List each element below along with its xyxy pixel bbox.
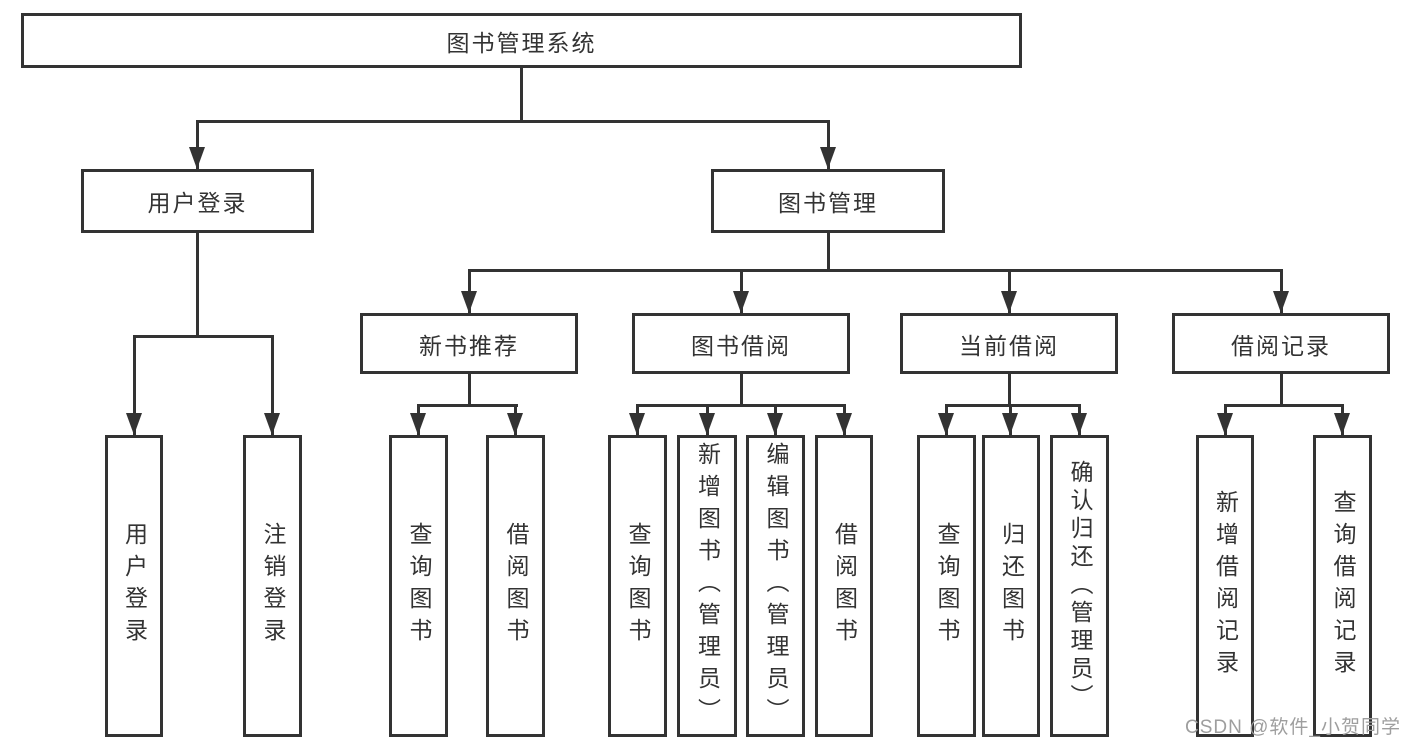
arrow-down-icon — [264, 413, 280, 435]
node-label: 借阅图书 — [831, 522, 858, 650]
arrow-down-icon — [629, 413, 645, 435]
arrow-down-icon — [189, 147, 205, 169]
leaf-query-book: 查询图书 — [389, 435, 448, 737]
connector-line — [827, 233, 830, 272]
connector-line — [1224, 404, 1344, 407]
connector-line — [271, 335, 274, 435]
leaf-borrow-book: 借阅图书 — [815, 435, 873, 737]
arrow-down-icon — [938, 413, 954, 435]
node-label: 当前借阅 — [959, 332, 1059, 359]
node-label: 查询借阅记录 — [1330, 490, 1356, 682]
leaf-query-book: 查询图书 — [608, 435, 667, 737]
leaf-edit-book-admin: 编辑图书（管理员） — [746, 435, 805, 737]
arrow-down-icon — [1217, 413, 1233, 435]
arrow-down-icon — [1001, 291, 1017, 313]
connector-line — [1008, 374, 1011, 407]
arrow-down-icon — [1273, 291, 1289, 313]
arrow-down-icon — [836, 413, 852, 435]
connector-line — [827, 120, 830, 169]
node-label: 新增图书（管理员） — [694, 442, 721, 730]
arrow-down-icon — [820, 147, 836, 169]
arrow-down-icon — [1334, 413, 1350, 435]
leaf-borrow-book: 借阅图书 — [486, 435, 545, 737]
connector-line — [196, 120, 199, 169]
leaf-user-login: 用户登录 — [105, 435, 163, 737]
leaf-query-book: 查询图书 — [917, 435, 976, 737]
node-label: 借阅记录 — [1231, 332, 1331, 359]
arrow-down-icon — [461, 291, 477, 313]
node-user-login: 用户登录 — [81, 169, 314, 233]
arrow-down-icon — [1071, 413, 1087, 435]
connector-line — [945, 404, 1081, 407]
node-label: 新增借阅记录 — [1212, 490, 1239, 682]
leaf-add-book-admin: 新增图书（管理员） — [677, 435, 737, 737]
node-label: 用户登录 — [121, 522, 148, 650]
leaf-logout: 注销登录 — [243, 435, 302, 737]
connector-line — [468, 269, 1283, 272]
node-book-management: 图书管理 — [711, 169, 945, 233]
watermark: CSDN @软件_小贺同学 — [1185, 717, 1401, 738]
node-borrow-records: 借阅记录 — [1172, 313, 1390, 374]
node-label: 图书借阅 — [691, 332, 791, 359]
connector-line — [133, 335, 274, 338]
node-label: 查询图书 — [625, 522, 651, 650]
connector-line — [196, 233, 199, 337]
arrow-down-icon — [410, 413, 426, 435]
node-label: 查询图书 — [934, 522, 960, 650]
arrow-down-icon — [1002, 413, 1018, 435]
leaf-return-book: 归还图书 — [982, 435, 1040, 737]
node-label: 确认归还（管理员） — [1067, 460, 1093, 712]
leaf-add-borrow-record: 新增借阅记录 — [1196, 435, 1254, 737]
node-label: 借阅图书 — [503, 522, 529, 650]
node-label: 归还图书 — [998, 522, 1025, 650]
leaf-query-borrow-record: 查询借阅记录 — [1313, 435, 1372, 737]
connector-line — [1280, 374, 1283, 407]
node-label: 查询图书 — [406, 522, 432, 650]
node-label: 图书管理 — [778, 190, 878, 216]
leaf-confirm-return-admin: 确认归还（管理员） — [1050, 435, 1109, 737]
connector-line — [133, 335, 136, 435]
node-label: 图书管理系统 — [446, 29, 597, 56]
arrow-down-icon — [699, 413, 715, 435]
node-label: 编辑图书（管理员） — [763, 442, 789, 730]
connector-line — [740, 374, 743, 407]
node-book-borrow: 图书借阅 — [632, 313, 850, 374]
node-new-book-recommend: 新书推荐 — [360, 313, 578, 374]
connector-line — [468, 374, 471, 407]
connector-line — [520, 68, 523, 122]
node-root: 图书管理系统 — [21, 13, 1022, 68]
connector-line — [196, 120, 830, 123]
node-label: 新书推荐 — [419, 332, 519, 359]
arrow-down-icon — [733, 291, 749, 313]
arrow-down-icon — [126, 413, 142, 435]
connector-line — [417, 404, 518, 407]
node-label: 注销登录 — [260, 522, 286, 650]
node-current-borrow: 当前借阅 — [900, 313, 1118, 374]
node-label: 用户登录 — [147, 190, 248, 216]
arrow-down-icon — [767, 413, 783, 435]
connector-line — [636, 404, 846, 407]
arrow-down-icon — [507, 413, 523, 435]
